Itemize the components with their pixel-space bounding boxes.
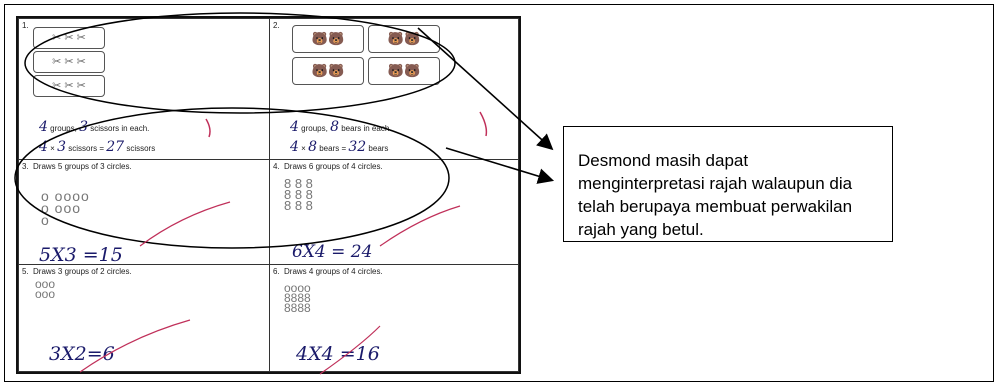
question-5-number: 5. bbox=[22, 267, 29, 276]
q2-eq-unit: bears bbox=[368, 144, 389, 153]
question-6-number: 6. bbox=[273, 267, 280, 276]
worksheet-image: 1. ✂ ✂ ✂ ✂ ✂ ✂ ✂ ✂ ✂ 4 groups, 3 scissor… bbox=[16, 16, 521, 374]
q2-answer-each: 8 bbox=[330, 119, 339, 135]
q2-eq-x: × bbox=[301, 144, 306, 153]
figure-frame bbox=[4, 4, 994, 382]
q2-equation-line: 4 × 8 bears = 32 bears bbox=[290, 139, 388, 155]
q2-eq-label: bears = bbox=[319, 144, 347, 153]
scissors-group-box: ✂ ✂ ✂ bbox=[33, 51, 105, 73]
q2-eq-b: 8 bbox=[308, 139, 317, 155]
question-1-cell: 1. ✂ ✂ ✂ ✂ ✂ ✂ ✂ ✂ ✂ 4 groups, 3 scissor… bbox=[18, 18, 270, 160]
bears-group-box: 🐻🐻 bbox=[292, 25, 364, 53]
question-4-instruction: Draws 6 groups of 4 circles. bbox=[284, 162, 383, 171]
question-2-cell: 2. 🐻🐻 🐻🐻 🐻🐻 🐻🐻 4 groups, 8 bears in each… bbox=[269, 18, 519, 160]
bears-group-box: 🐻🐻 bbox=[292, 57, 364, 85]
q1-eq-x: × bbox=[50, 144, 55, 153]
q1-answer-each: 3 bbox=[79, 119, 88, 135]
bears-group-box: 🐻🐻 bbox=[368, 25, 440, 53]
q1-text-each: scissors in each. bbox=[90, 124, 150, 133]
question-3-number: 3. bbox=[22, 162, 29, 171]
q1-answer-groups: 4 bbox=[39, 119, 48, 135]
q4-answer: 6X4 = 24 bbox=[292, 242, 373, 262]
q1-eq-a: 4 bbox=[39, 139, 48, 155]
q2-eq-result: 32 bbox=[348, 139, 367, 155]
question-2-number: 2. bbox=[273, 21, 280, 30]
question-3-instruction: Draws 5 groups of 3 circles. bbox=[33, 162, 132, 171]
scissors-group-box: ✂ ✂ ✂ bbox=[33, 27, 105, 49]
scissors-group-box: ✂ ✂ ✂ bbox=[33, 75, 105, 97]
question-6-instruction: Draws 4 groups of 4 circles. bbox=[284, 267, 383, 276]
q6-answer: 4X4 =16 bbox=[296, 343, 380, 365]
q2-answer-groups: 4 bbox=[290, 119, 299, 135]
bears-group-box: 🐻🐻 bbox=[368, 57, 440, 85]
q2-text-each: bears in each. bbox=[341, 124, 392, 133]
q1-eq-unit: scissors bbox=[126, 144, 156, 153]
q2-groups-line: 4 groups, 8 bears in each. bbox=[290, 119, 392, 135]
question-5-instruction: Draws 3 groups of 2 circles. bbox=[33, 267, 132, 276]
question-4-number: 4. bbox=[273, 162, 280, 171]
q1-eq-b: 3 bbox=[57, 139, 66, 155]
q1-text-groups: groups, bbox=[50, 124, 77, 133]
q2-eq-a: 4 bbox=[290, 139, 299, 155]
q1-groups-line: 4 groups, 3 scissors in each. bbox=[39, 119, 149, 135]
q5-answer: 3X2=6 bbox=[49, 343, 115, 365]
q3-answer: 5X3 =15 bbox=[39, 244, 123, 266]
q1-eq-result: 27 bbox=[106, 139, 125, 155]
q1-equation-line: 4 × 3 scissors = 27 scissors bbox=[39, 139, 155, 155]
annotation-callout: Desmond masih dapat menginterpretasi raj… bbox=[563, 126, 893, 242]
q2-text-groups: groups, bbox=[301, 124, 328, 133]
callout-text: Desmond masih dapat menginterpretasi raj… bbox=[578, 151, 853, 239]
question-1-number: 1. bbox=[22, 21, 29, 30]
q1-eq-label: scissors = bbox=[68, 144, 105, 153]
